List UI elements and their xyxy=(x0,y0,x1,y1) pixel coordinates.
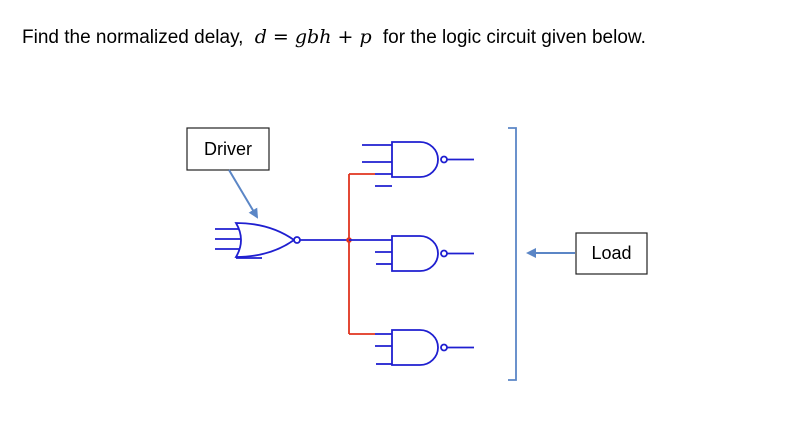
driver-nor-gate xyxy=(215,222,348,259)
delay-formula: d = gbh + p xyxy=(254,26,372,48)
load-nand-gate-bottom xyxy=(375,329,474,366)
driver-arrow xyxy=(228,169,259,219)
question-suffix: for the logic circuit given below. xyxy=(382,27,646,48)
driver-label-box: Driver xyxy=(186,127,270,171)
load-bracket xyxy=(508,127,517,381)
load-label: Load xyxy=(591,243,631,263)
question-prefix: Find the normalized delay, xyxy=(22,27,244,48)
driver-label: Driver xyxy=(204,139,252,159)
fanout-branch-wires xyxy=(348,173,375,335)
question-text: Find the normalized delay, d = gbh + p f… xyxy=(22,26,646,49)
load-nand-gate-middle xyxy=(349,235,474,272)
load-nand-gate-top xyxy=(362,141,474,187)
load-label-box: Load xyxy=(575,232,648,275)
